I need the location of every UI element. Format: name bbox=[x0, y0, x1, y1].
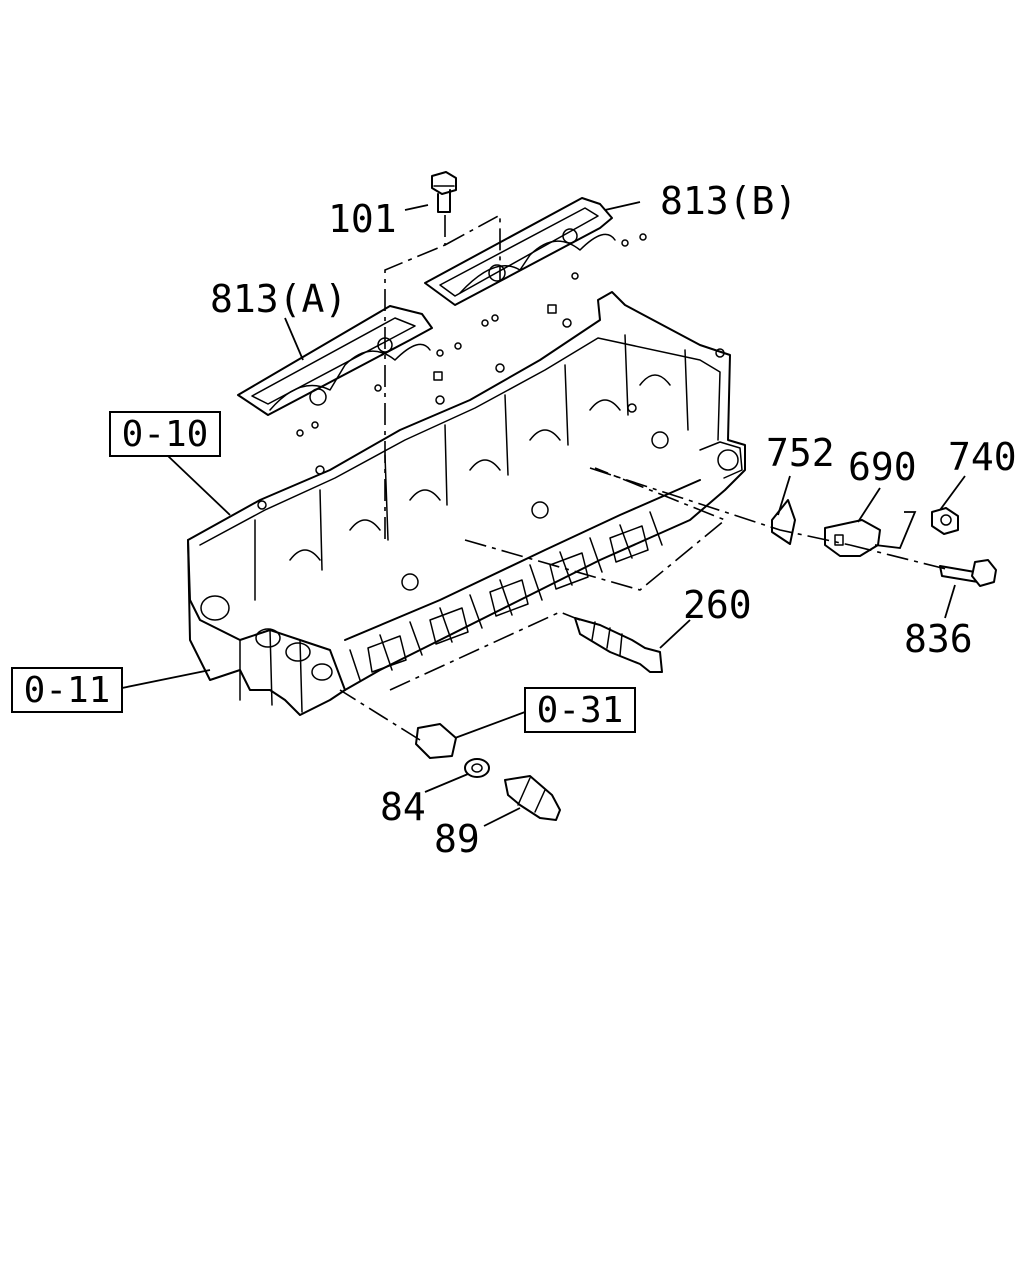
ref-0-11-label: 0-11 bbox=[24, 670, 111, 711]
gasket-752 bbox=[771, 499, 796, 545]
sensor-260 bbox=[574, 617, 663, 673]
callout-260: 260 bbox=[683, 583, 752, 627]
callout-101: 101 bbox=[328, 197, 397, 241]
bolt-836 bbox=[939, 559, 997, 587]
callout-740: 740 bbox=[948, 435, 1017, 479]
callout-813a: 813(A) bbox=[210, 277, 347, 321]
bolt-101 bbox=[431, 171, 457, 213]
ref-box-0-11: 0-11 bbox=[11, 667, 123, 713]
sensor-690 bbox=[824, 519, 881, 557]
chain-lines bbox=[339, 213, 951, 741]
leader-lines bbox=[121, 201, 966, 827]
callout-752: 752 bbox=[766, 431, 835, 475]
callout-84: 84 bbox=[380, 785, 426, 829]
callout-690: 690 bbox=[848, 445, 917, 489]
ref-0-10-label: 0-10 bbox=[122, 414, 209, 455]
fitting-0-31 bbox=[415, 723, 457, 759]
nut-740 bbox=[931, 507, 959, 535]
cylinder-head bbox=[187, 291, 746, 716]
callout-836: 836 bbox=[904, 617, 973, 661]
washer-84 bbox=[464, 758, 490, 778]
callout-813b: 813(B) bbox=[660, 179, 797, 223]
ref-box-0-31: 0-31 bbox=[524, 687, 636, 733]
gasket-813b bbox=[424, 197, 647, 327]
ref-box-0-10: 0-10 bbox=[109, 411, 221, 457]
sensor-89 bbox=[504, 775, 561, 821]
gasket-813a bbox=[237, 305, 462, 437]
ref-0-31-label: 0-31 bbox=[537, 690, 624, 731]
callout-89: 89 bbox=[434, 817, 480, 861]
